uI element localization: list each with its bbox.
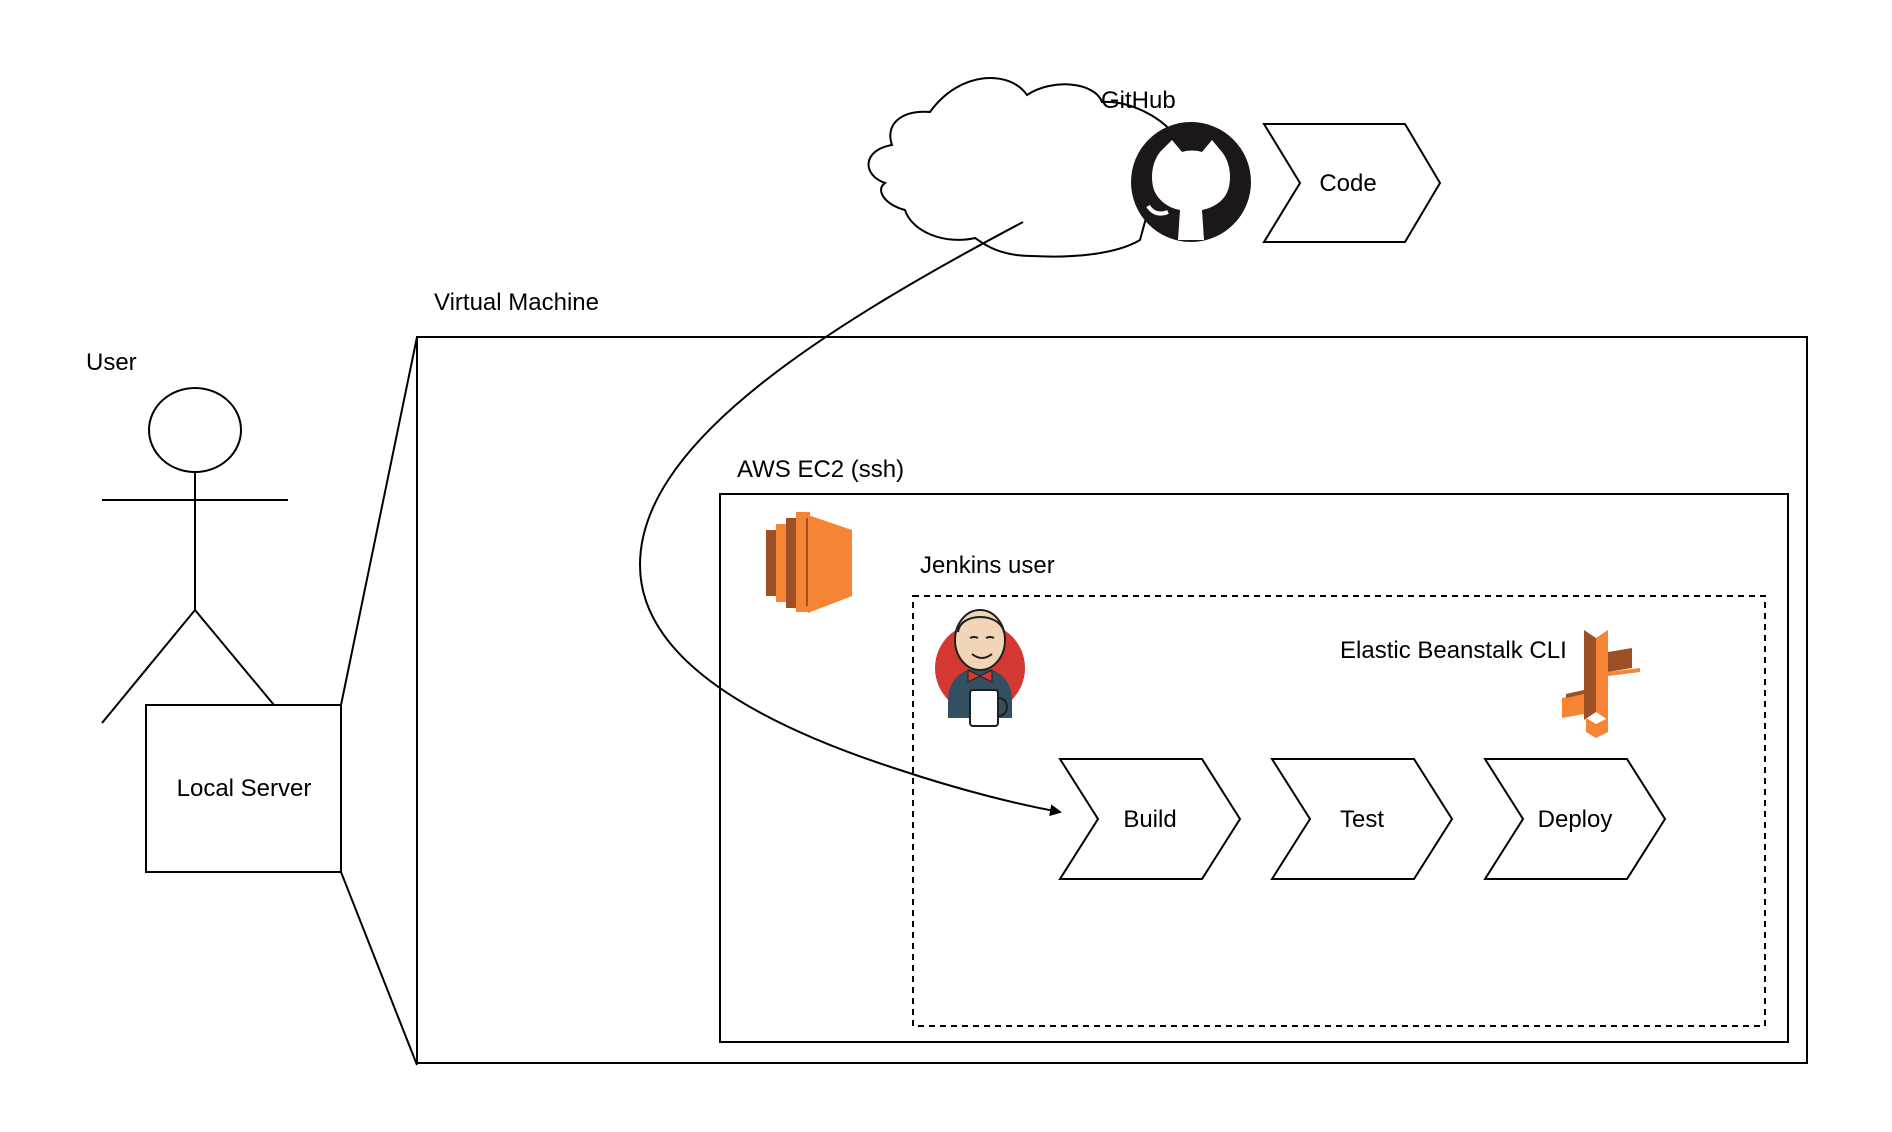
deploy-label: Deploy <box>1538 806 1613 833</box>
github-icon <box>1131 122 1251 242</box>
deploy-chevron <box>1483 758 1667 880</box>
elastic-beanstalk-icon <box>1562 630 1640 738</box>
github-label: GitHub <box>1101 87 1176 114</box>
build-label: Build <box>1123 806 1176 833</box>
local-server-label: Local Server <box>177 775 312 802</box>
zoom-line-top <box>340 336 418 706</box>
github-to-build-arrow <box>638 221 1062 817</box>
code-label: Code <box>1319 170 1376 197</box>
user-label: User <box>86 349 137 376</box>
aws-ec2-icon <box>766 512 852 613</box>
jenkins-icon <box>935 609 1025 727</box>
aws-ec2-box <box>719 493 1789 1043</box>
eb-cli-label: Elastic Beanstalk CLI <box>1340 637 1567 664</box>
code-chevron <box>1262 123 1442 243</box>
user-actor-icon <box>101 387 288 724</box>
jenkins-user-label: Jenkins user <box>920 552 1055 579</box>
build-chevron <box>1058 758 1242 880</box>
jenkins-user-box <box>912 595 1766 1027</box>
virtual-machine-label: Virtual Machine <box>434 289 599 316</box>
virtual-machine-box <box>416 336 1808 1064</box>
github-cloud <box>867 77 1172 258</box>
test-chevron <box>1270 758 1454 880</box>
zoom-line-bottom <box>340 871 418 1066</box>
test-label: Test <box>1340 806 1384 833</box>
local-server-box <box>145 704 342 873</box>
aws-ec2-label: AWS EC2 (ssh) <box>737 456 904 483</box>
